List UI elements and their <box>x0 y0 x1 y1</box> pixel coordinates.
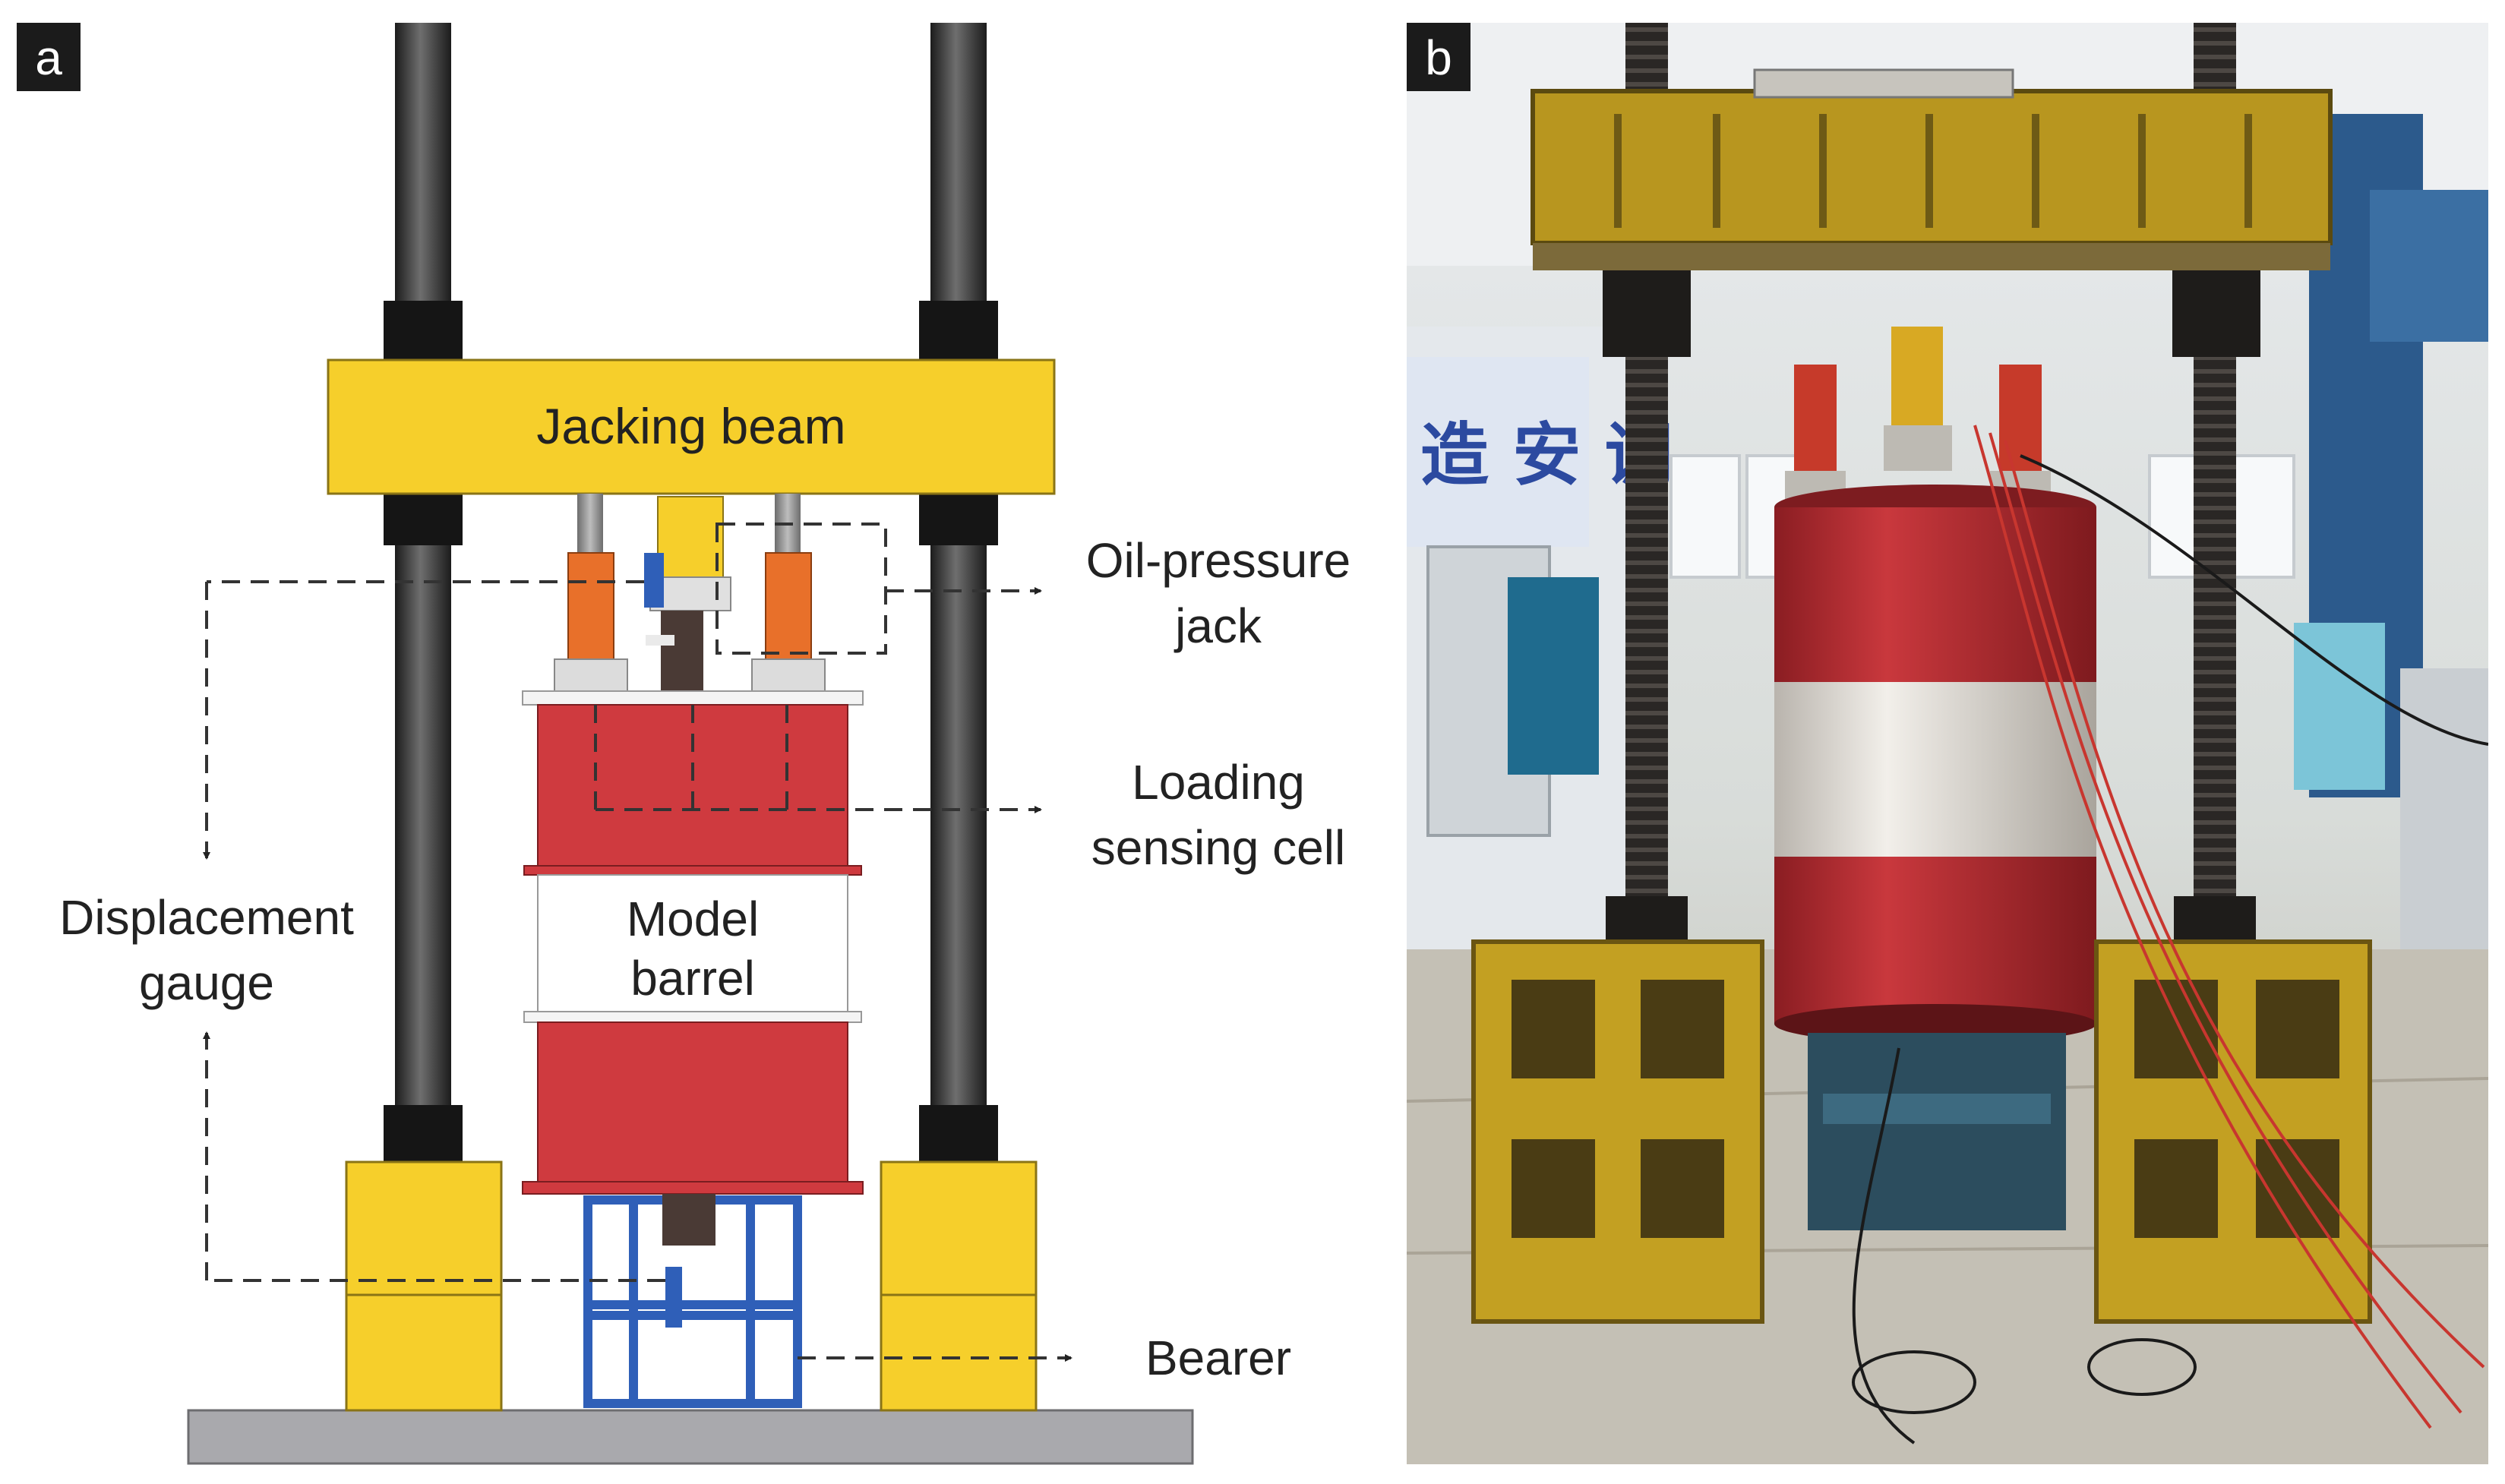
displacement-gauge-label-line1: Displacement <box>59 890 354 945</box>
displacement-gauge-label-line2: gauge <box>139 955 274 1010</box>
svg-text:a: a <box>35 30 62 85</box>
barrel-rim-upper <box>523 865 862 876</box>
left-column <box>395 23 451 1162</box>
oil-pressure-jack-label-line1: Oil-pressure <box>1086 533 1351 588</box>
right-column-nut-foot <box>919 1105 998 1166</box>
left-jack-rod <box>577 494 603 553</box>
right-column-nut-top <box>919 301 998 362</box>
loading-sensing-cell-label-line1: Loading <box>1132 755 1305 810</box>
photo-right-jack <box>1999 365 2042 478</box>
loading-sensing-cell-label-line2: sensing cell <box>1091 820 1345 875</box>
panel-b-photo: 造 安 调 <box>1407 23 2488 1464</box>
panel-a-schematic: a Jacking beam <box>17 23 1351 1465</box>
photo-load-cell <box>1891 327 1943 425</box>
barrel-rim-middle <box>523 1011 862 1023</box>
jacking-beam <box>327 358 1056 495</box>
right-support-block <box>880 1160 1038 1412</box>
barrel-red-lower <box>537 1021 848 1182</box>
jacking-beam-label: Jacking beam <box>536 398 845 454</box>
photo-bearer <box>1808 1033 2066 1230</box>
panel-b-badge: b <box>1407 23 1470 91</box>
barrel-top-plate <box>522 690 864 706</box>
base-plate <box>187 1409 1194 1465</box>
photo-cables <box>1852 425 2488 1445</box>
barrel-bottom-rim <box>522 1181 864 1195</box>
displacement-sensor-blue <box>644 553 664 608</box>
barrel-white-band <box>537 874 848 1012</box>
left-support-block <box>345 1160 503 1412</box>
oil-pressure-jack-label-line2: jack <box>1174 598 1262 653</box>
photo-left-support <box>1471 939 1764 1324</box>
photo-model-barrel <box>1774 485 2096 1044</box>
central-shaft <box>661 611 703 694</box>
right-oil-jack <box>765 552 812 660</box>
model-barrel-label-line2: barrel <box>630 951 755 1006</box>
left-column-nut-bottom <box>384 492 463 545</box>
left-column-nut-foot <box>384 1105 463 1166</box>
leader-lines <box>203 523 1072 1362</box>
barrel-red-upper <box>537 704 848 867</box>
right-column-nut-bottom <box>919 492 998 545</box>
panel-a-badge: a <box>17 23 81 91</box>
photo-left-jack <box>1794 365 1837 478</box>
left-column-nut-top <box>384 301 463 362</box>
photo-jacking-beam <box>1530 68 2333 270</box>
left-oil-jack <box>567 552 614 660</box>
load-cell-top <box>657 496 724 578</box>
model-barrel-label-line1: Model <box>627 892 759 946</box>
svg-text:b: b <box>1425 30 1452 85</box>
bearer-post <box>662 1194 715 1246</box>
bearer-label: Bearer <box>1145 1331 1291 1385</box>
